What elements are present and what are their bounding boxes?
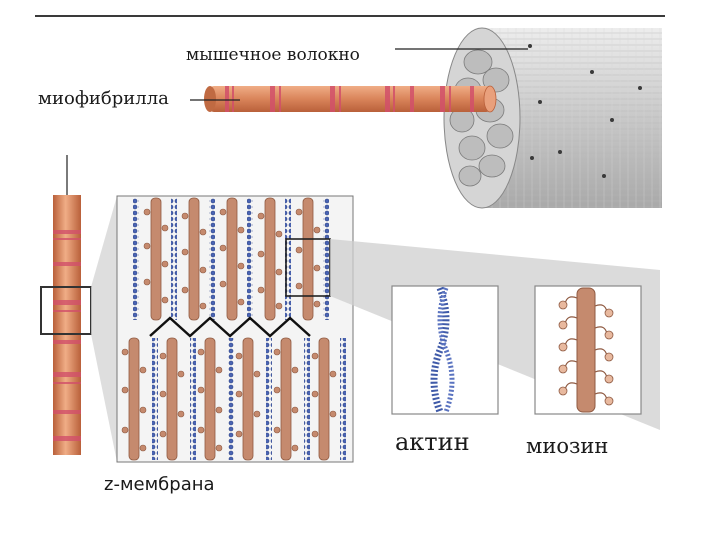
z-membrane-line xyxy=(149,316,311,338)
zoom-projection-left xyxy=(91,196,117,462)
actin-panel xyxy=(391,285,499,415)
label-myofibril: миофибрилла xyxy=(38,88,169,109)
label-myosin: миозин xyxy=(526,434,609,458)
sarcomere-panel xyxy=(116,195,354,463)
label-muscle-fiber: мышечное волокно xyxy=(186,45,360,65)
myofibril-vertical xyxy=(40,155,92,455)
label-actin: актин xyxy=(395,428,470,456)
top-rule xyxy=(35,15,665,17)
label-z-membrane: z-мембрана xyxy=(104,474,215,495)
muscle-fiber xyxy=(443,27,662,209)
myosin-panel xyxy=(534,285,642,415)
myofibril-horizontal xyxy=(204,85,497,113)
